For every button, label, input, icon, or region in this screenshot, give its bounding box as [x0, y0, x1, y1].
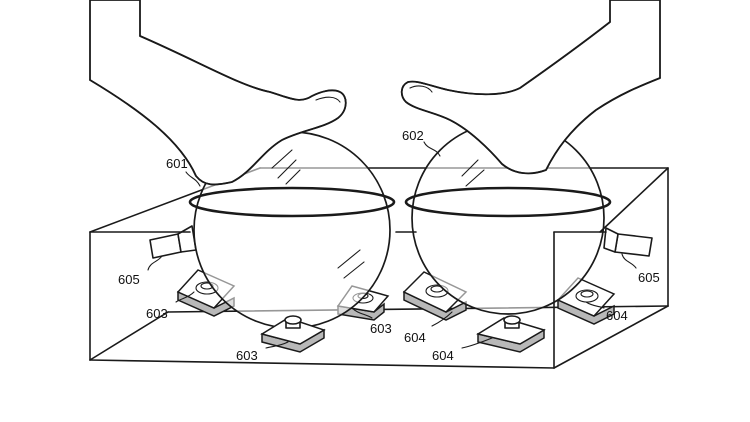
label-604-right: 604 — [606, 308, 628, 323]
label-605-right: 605 — [638, 270, 660, 285]
label-604-front: 604 — [432, 348, 454, 363]
sensor-603-front — [260, 315, 326, 353]
label-601: 601 — [166, 156, 188, 171]
left-leg-and-foot — [89, 0, 347, 186]
sensor-604-front — [476, 315, 546, 353]
leader-lines — [147, 141, 637, 349]
camera-605-left — [149, 225, 197, 259]
label-603-front: 603 — [236, 348, 258, 363]
label-605-left: 605 — [118, 272, 140, 287]
reference-labels: 601 602 605 605 603 603 603 604 604 604 — [118, 128, 660, 363]
enclosure-front — [89, 167, 669, 369]
right-leg-and-foot — [400, 0, 661, 175]
label-604-center: 604 — [404, 330, 426, 345]
rings — [188, 186, 612, 218]
label-603-left: 603 — [146, 306, 168, 321]
label-603-center: 603 — [370, 321, 392, 336]
label-602: 602 — [402, 128, 424, 143]
camera-605-right — [603, 227, 653, 257]
